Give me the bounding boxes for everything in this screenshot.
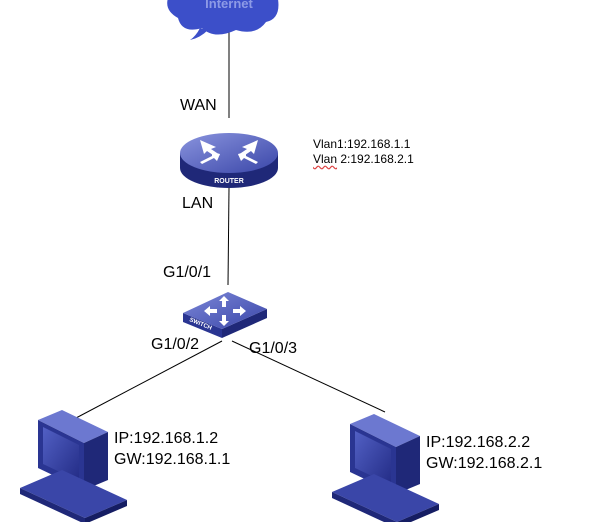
vlan2-rest: 2:192.168.2.1	[337, 152, 414, 166]
link-switch-pc-right	[231, 340, 386, 413]
vlan2-prefix: Vlan	[313, 152, 338, 166]
switch-port-left-label: G1/0/2	[151, 336, 200, 353]
router-icon: ROUTER	[180, 133, 278, 188]
pc-left-icon	[20, 410, 127, 522]
link-router-switch	[227, 187, 230, 286]
pc-right-icon	[332, 414, 439, 522]
link-switch-pc-left	[75, 340, 223, 419]
router-arrows-icon	[200, 140, 258, 164]
cloud-label: Internet	[205, 0, 253, 11]
router-vlan1-label: Vlan1:192.168.1.1	[313, 137, 411, 151]
pc-right-gw-label: GW:192.168.2.1	[426, 455, 543, 472]
pc-left-ip-label: IP:192.168.1.2	[114, 430, 219, 447]
wan-port-label: WAN	[180, 97, 217, 114]
connection-lines	[75, 26, 386, 419]
router-device-label: ROUTER	[214, 178, 244, 185]
router-vlan2-label: Vlan 2:192.168.2.1	[313, 152, 414, 167]
internet-cloud: Internet	[167, 0, 279, 40]
pc-left-gw-label: GW:192.168.1.1	[114, 451, 231, 468]
pc-right-ip-label: IP:192.168.2.2	[426, 434, 531, 451]
lan-port-label: LAN	[182, 195, 214, 212]
switch-port-right-label: G1/0/3	[249, 340, 298, 357]
switch-uplink-port-label: G1/0/1	[163, 264, 212, 281]
switch-arrows-icon	[204, 296, 246, 326]
switch-icon: SWITCH	[183, 292, 267, 338]
